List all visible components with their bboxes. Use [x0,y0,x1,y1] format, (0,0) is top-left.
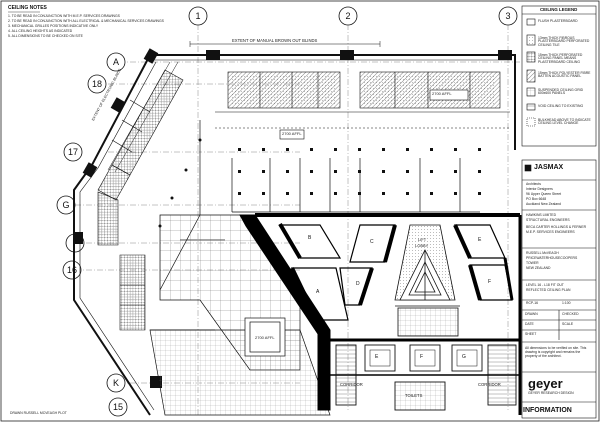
legend-box [521,5,597,147]
grid-bubble-2: 2 [345,11,351,21]
blinds-extent-label: EXTENT OF MANUAL BROWN OUT BLINDS [232,38,318,43]
legend-item: 15mm THICK POLYESTER FIBRE BATTEN ACOUST… [538,71,591,79]
room-letter: F [488,279,492,285]
client-logo: geyer [528,376,563,391]
sheet-number: RCP-16 [526,301,539,305]
project-line: PRICEWATERHOUSECOOPERS [526,256,578,260]
grid-bubble-1: 1 [195,11,201,21]
room-letter: A [316,289,320,295]
light-fixtures [158,138,481,228]
project-line: RUSSELL McVEAGH [526,251,559,255]
title-block [521,159,597,419]
note-line: 2. TO BE READ IN CONJUNCTION WITH ALL EL… [8,19,164,23]
info-row: SCALE [562,322,574,326]
grid-bubble-3: 3 [505,11,511,21]
drawing-title: REFLECTED CEILING PLAN [526,288,571,292]
consultant-line: STRUCTURAL ENGINEERS [526,218,570,222]
firm-detail: PO Box 6648 [526,197,547,201]
project-line: NEW ZEALAND [526,266,551,270]
room-letter: C [370,239,374,245]
notes-title: CEILING NOTES [8,5,47,11]
firm-detail: 96 Upper Queen Street [526,192,562,196]
note-line: 4. ALL CEILING HEIGHTS AS INDICATED [8,29,73,33]
grid-bubble-g: G [62,200,70,210]
consultant-line: M.E.P. SERVICES ENGINEERS [526,230,575,234]
firm-name: JASMAX [534,164,564,171]
grid-bubble-a: A [112,57,119,67]
legend-item: SUSPENDED CEILING GRID 600x600 PANELS [538,88,584,96]
drawing-title: LEVEL 16 - L18 FIT OUT [526,283,564,287]
consultant-line: BECA CARTER HOLLINGS & FERNER [526,225,587,229]
perimeter-strip [97,69,184,331]
room-letter: G [462,354,466,360]
note-line: 5. ALL DIMENSIONS TO BE CHECKED ON SITE [8,34,83,38]
legend-item: 15mm THICK PERFORATED CEILING PANEL MEAN… [538,53,583,64]
info-row: DATE [525,322,534,326]
firm-detail: Auckland New Zealand [526,202,561,206]
interior-partitions [150,120,480,331]
building-core [239,213,522,415]
room-letter: D [356,281,360,287]
drawing-status: INFORMATION [523,407,572,414]
grid-bubbles [56,6,518,417]
plot-footer: DRAWN RUSSELL MCVEAGH PLOT [10,411,67,415]
north-offices [215,71,510,140]
project-line: TOWER [526,261,539,265]
legend-item: 13mm THICK FIBROUS PLASTERBOARD PERFORAT… [538,36,590,47]
ceiling-height-label: 2700 AFFL [255,335,275,340]
legend-item: FLUSH PLASTERBOARD [538,19,578,23]
grid-bubble-15: 15 [112,402,123,412]
zone-label: LIFT [418,237,427,242]
blinds-extent-line [189,41,381,47]
grid-bubble-16: 16 [66,265,77,275]
stair-atrium [394,224,460,337]
client-subtitle: GEYER RESEARCH DESIGN [528,391,574,395]
legend-title: CEILING LEGEND [540,7,578,12]
info-row: SHEET [525,332,537,336]
firm-detail: Interior Designers [526,187,553,191]
grid-bubble-18: 18 [91,79,102,89]
grid-bubble-17: 17 [67,147,78,157]
room-letter: F [420,354,424,360]
info-row: CHECKED [562,312,579,316]
legend-item: VOID CEILING TO EXISTING [538,104,584,108]
note-line: 3. MECHANICAL GRILLES POSITIONS INDICATI… [8,24,99,28]
core-rooms [335,344,517,411]
ceiling-height-label: 2700 AFFL [432,91,452,96]
zone-label: CORRIDOR [478,382,501,387]
scale: 1:100 [562,301,571,305]
legend-item: BULKHEAD ABOVE TO INDICATE CEILING LEVEL… [538,118,591,126]
grid-bubble-k: K [112,378,119,388]
consultant-line: HAWKINS LIMITED [526,213,557,217]
grid-bubble-f: F [72,238,78,248]
ceiling-height-label: 2700 AFFL [282,131,302,136]
room-letter: E [478,237,482,243]
disclaimer: All dimensions to be verified on site. T… [525,346,587,359]
room-letter: B [308,235,312,241]
zone-label: TOILETS [405,393,423,398]
room-letter: E [375,354,379,360]
info-row: DRAWN [525,312,538,316]
note-line: 1. TO BE READ IN CONJUNCTION WITH M.E.P.… [8,14,120,18]
firm-detail: Architects [526,182,541,186]
zone-label: CORRIDOR [340,382,363,387]
zone-label: LOBBY [415,243,429,248]
